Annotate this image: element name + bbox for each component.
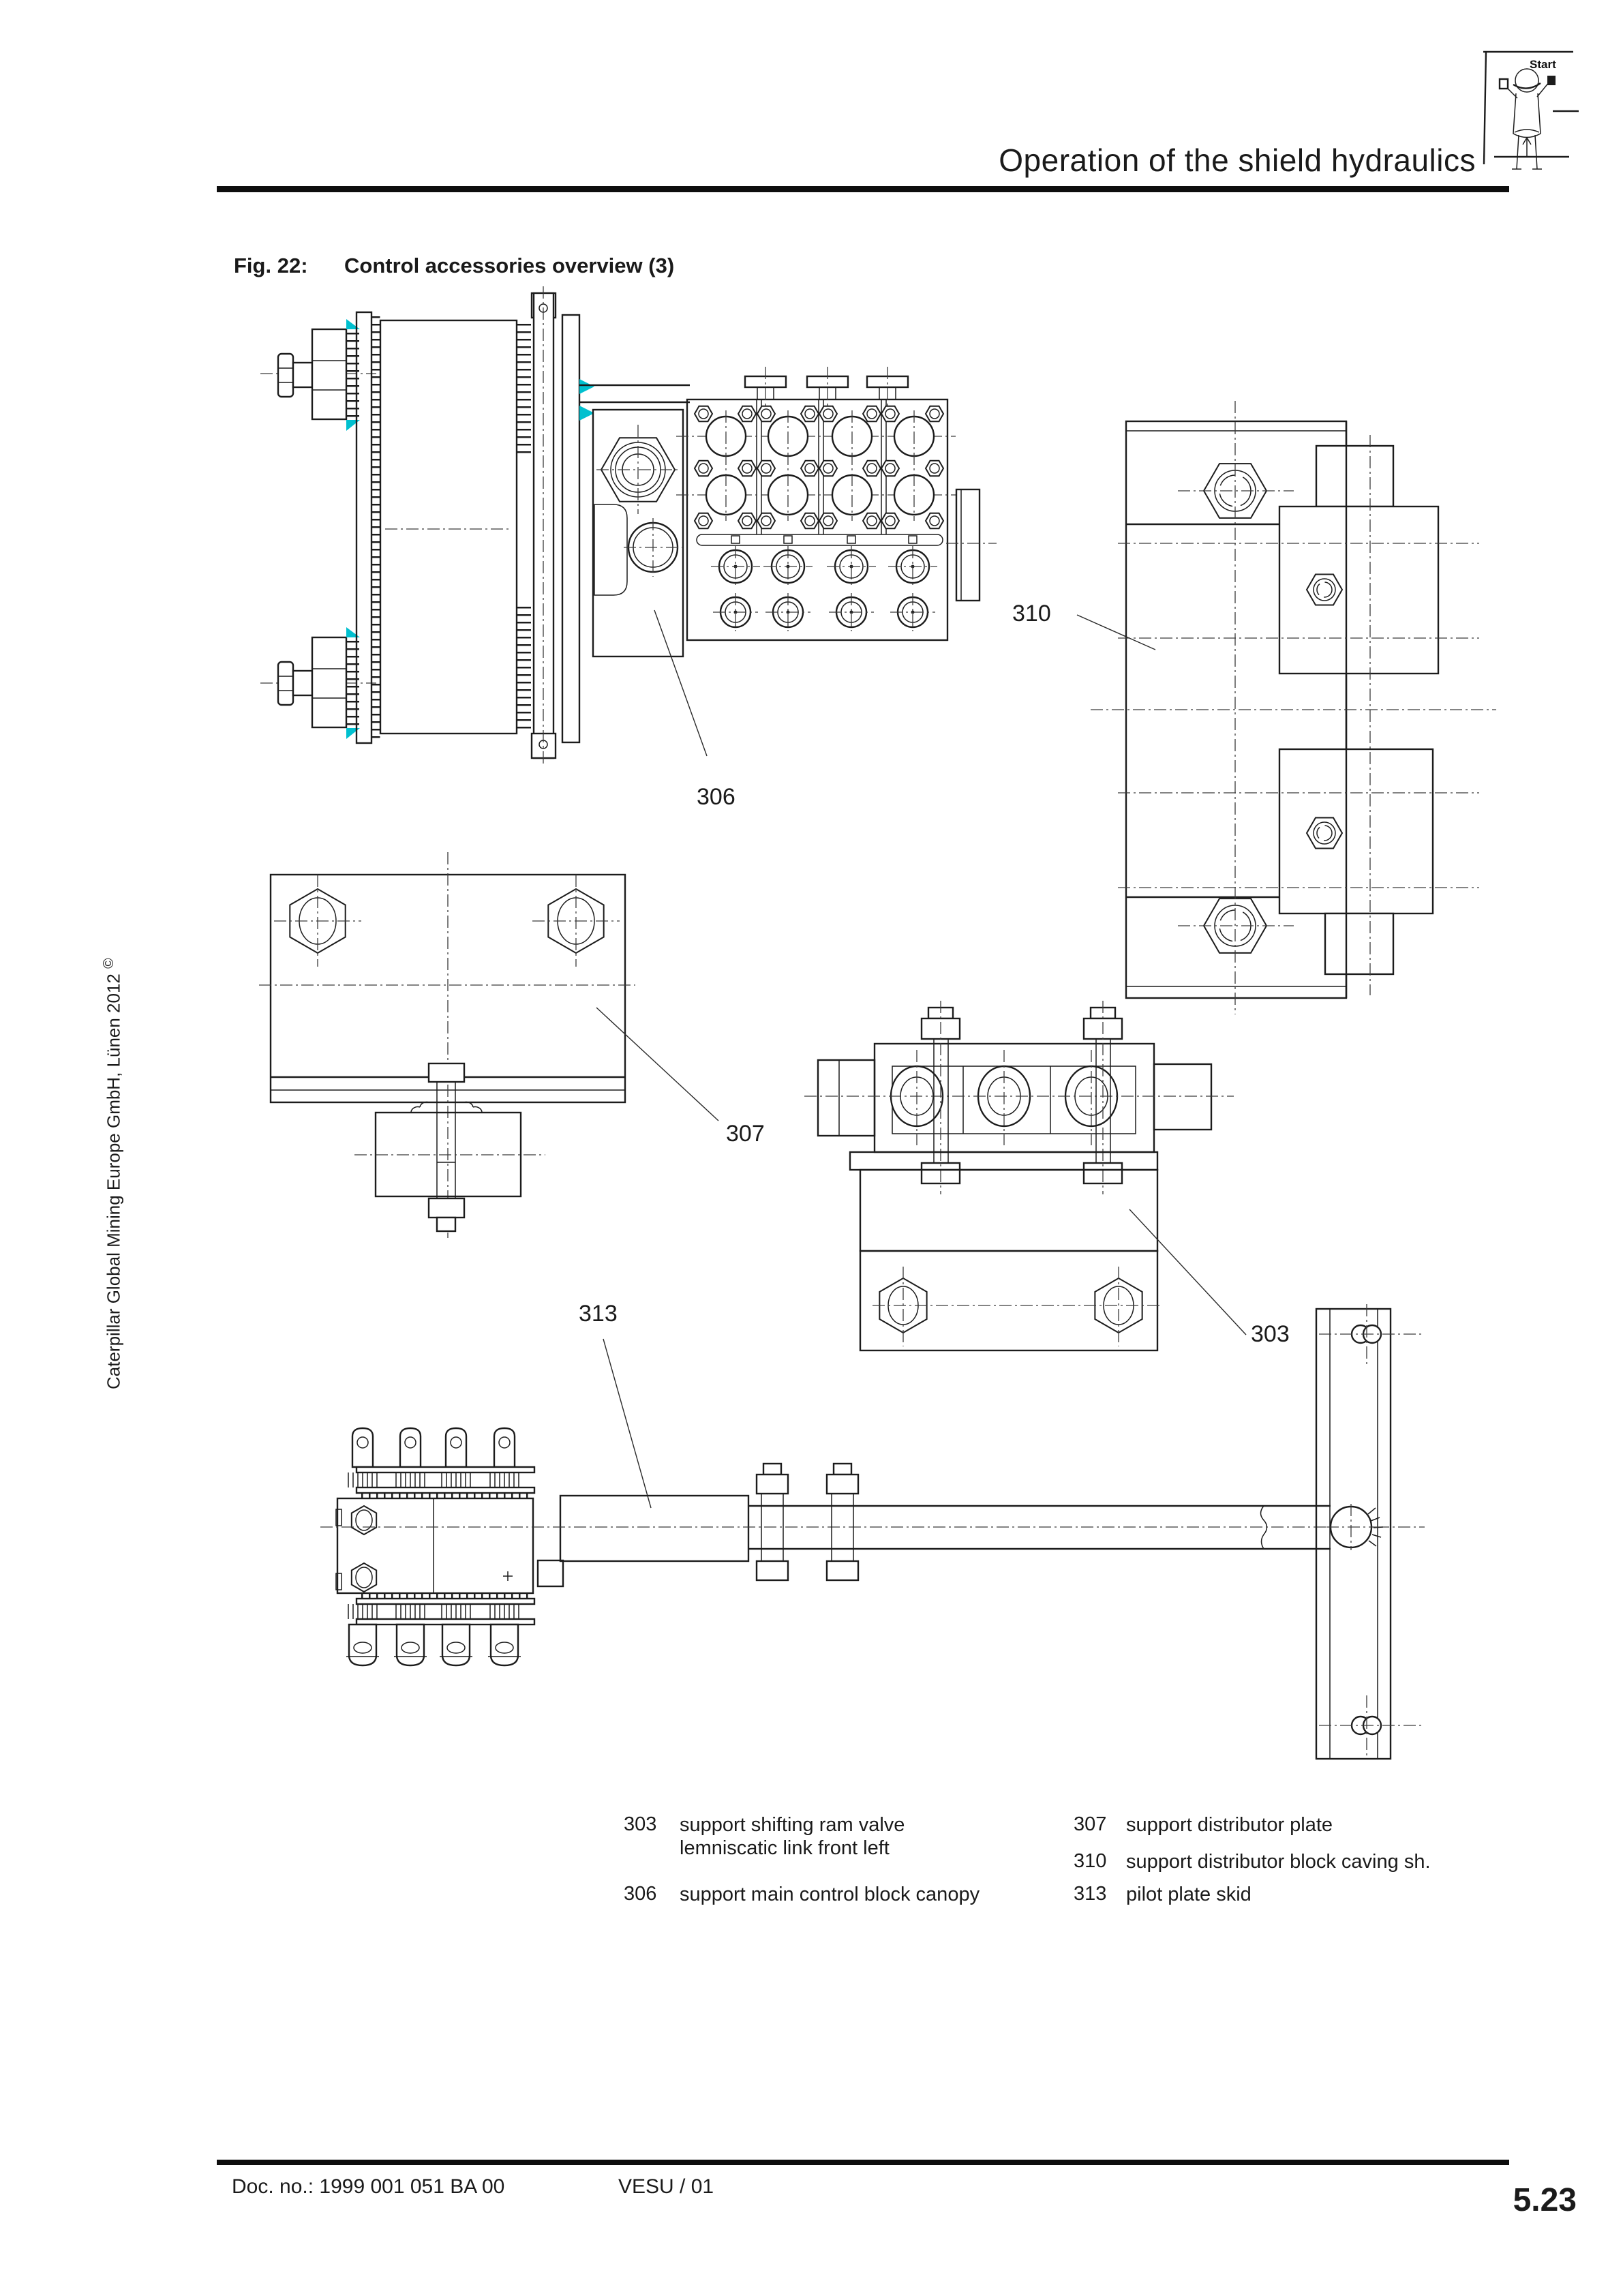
block-bolt — [866, 367, 909, 414]
u-bolt-studs — [920, 1001, 1123, 1194]
drawing-306-support-main-control-block: 306 — [260, 286, 997, 810]
clamp-bolt-bottom — [277, 636, 359, 729]
copyright-text: Caterpillar Global Mining Europe GmbH, L… — [103, 973, 124, 1389]
legend-text: support distributor block caving sh. — [1126, 1851, 1431, 1873]
legend-item-310: 310 support distributor block caving sh. — [1074, 1850, 1431, 1873]
leader-306 — [654, 609, 708, 757]
legend-text: support distributor plate — [1126, 1814, 1333, 1836]
distributor-support-plate — [1125, 401, 1348, 1014]
mounting-plate-long — [530, 286, 557, 765]
drawing-310-support-distributor-block: 310 — [1012, 401, 1496, 1014]
stud-and-block — [354, 1062, 545, 1233]
helmet-icon — [1515, 68, 1539, 93]
weld-mark-icon — [346, 627, 360, 637]
legend-text: lemniscatic link front left — [680, 1837, 890, 1859]
main-control-block — [676, 367, 997, 641]
leader-310 — [1076, 614, 1156, 650]
leader-307 — [596, 1007, 719, 1121]
block-side-tab — [955, 488, 981, 602]
block-bolt — [744, 367, 787, 414]
legend-item-303: 303 support shifting ram valve lemniscat… — [624, 1813, 905, 1860]
callout-307: 307 — [726, 1121, 765, 1147]
callout-303: 303 — [1251, 1321, 1290, 1347]
skid-bar — [320, 1494, 1425, 1588]
figure-caption: Control accessories overview (3) — [344, 254, 675, 277]
start-icon-label: Start — [1530, 58, 1556, 71]
doc-number: Doc. no.: 1999 001 051 BA 00 — [232, 2175, 505, 2198]
pilot-valve-bank — [335, 1427, 536, 1667]
legend-num: 310 — [1074, 1850, 1107, 1872]
canopy-bracket — [593, 410, 683, 658]
drawing-313-pilot-plate-skid: 313 — [320, 1301, 1425, 1760]
callout-310: 310 — [1012, 601, 1051, 626]
callout-306: 306 — [697, 784, 735, 810]
header-rule — [217, 186, 1509, 192]
callout-313: 313 — [579, 1301, 618, 1327]
support-body — [379, 319, 518, 735]
copyright-symbol: © — [101, 958, 117, 969]
legend-text: support shifting ram valve — [680, 1814, 905, 1836]
start-operator-icon: Start — [1483, 50, 1579, 170]
footer-rule — [217, 2160, 1509, 2165]
leader-303 — [1129, 1209, 1247, 1335]
legend-num: 306 — [624, 1883, 657, 1905]
legend-item-306: 306 support main control block canopy — [624, 1883, 980, 1906]
legend-num: 307 — [1074, 1813, 1107, 1835]
drawing-307-support-distributor-plate: 307 — [259, 852, 765, 1238]
clamp-block-upper — [1278, 444, 1440, 675]
weld-mark-icon — [346, 420, 360, 431]
legend-num: 313 — [1074, 1883, 1107, 1905]
legend-text: support main control block canopy — [680, 1884, 980, 1905]
distributor-plate — [259, 852, 635, 1238]
clamp-bolt-top — [277, 328, 359, 421]
page-title: Operation of the shield hydraulics — [999, 142, 1476, 178]
weld-mark-icon — [579, 406, 594, 421]
legend-item-313: 313 pilot plate skid — [1074, 1883, 1252, 1906]
doc-version: VESU / 01 — [618, 2175, 714, 2198]
weld-mark-icon — [579, 379, 594, 394]
clamp-bolt-pair — [755, 1462, 860, 1582]
skid-end-plate — [1315, 1304, 1421, 1760]
legend-item-307: 307 support distributor plate — [1074, 1813, 1333, 1837]
weld-mark-icon — [346, 319, 360, 329]
figure-tag: Fig. 22: — [234, 254, 308, 277]
page-number: 5.23 — [1513, 2182, 1577, 2218]
mounting-plate-short — [561, 314, 581, 744]
valve-support-bracket — [849, 1151, 1162, 1350]
block-bolt — [806, 367, 849, 414]
copyright-sidebar: Caterpillar Global Mining Europe GmbH, L… — [101, 958, 125, 1389]
drawing-303-support-shifting-ram-valve: 303 — [804, 1001, 1290, 1370]
shifting-ram-valve-block — [804, 1042, 1234, 1153]
leader-313 — [603, 1338, 652, 1509]
legend-num: 303 — [624, 1813, 657, 1835]
weld-mark-icon — [346, 728, 360, 739]
legend-text: pilot plate skid — [1126, 1884, 1252, 1905]
clamp-block-lower — [1278, 748, 1434, 976]
